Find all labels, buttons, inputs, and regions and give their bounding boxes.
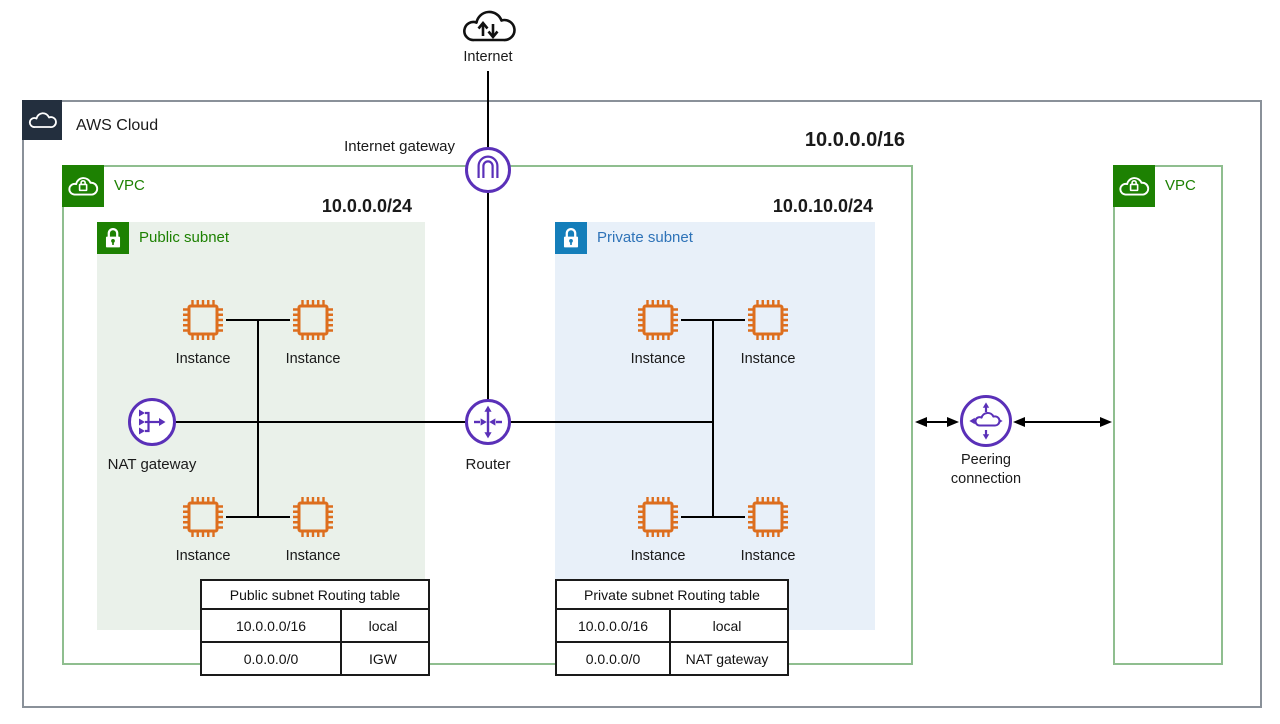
aws-cloud-icon — [22, 100, 62, 140]
instance-label: Instance — [285, 548, 341, 564]
private-subnet-icon — [555, 222, 587, 254]
peering-connection-icon — [960, 395, 1012, 447]
private-routing-table: Private subnet Routing table 10.0.0.0/16… — [555, 579, 789, 676]
nat-gateway-icon — [128, 398, 176, 446]
instance-icon — [290, 494, 336, 540]
instance-icon — [290, 297, 336, 343]
route-destination: 10.0.0.0/16 — [202, 610, 342, 641]
internet-gateway-label: Internet gateway — [344, 138, 455, 155]
route-destination: 10.0.0.0/16 — [557, 610, 671, 641]
instance-icon — [180, 494, 226, 540]
instance-icon — [635, 494, 681, 540]
instance-label: Instance — [740, 351, 796, 367]
vpc-cidr-label: 10.0.0.0/16 — [804, 129, 905, 151]
instance-label: Instance — [740, 548, 796, 564]
public-subnet-cidr: 10.0.0.0/24 — [321, 196, 412, 216]
public-routing-table: Public subnet Routing table 10.0.0.0/16 … — [200, 579, 430, 676]
public-subnet-icon — [97, 222, 129, 254]
route-target: local — [368, 617, 398, 634]
route-target: IGW — [369, 650, 397, 667]
aws-cloud-container — [22, 100, 1262, 708]
router-label: Router — [465, 456, 511, 473]
route-target: NAT gateway — [685, 650, 769, 667]
internet-gateway-icon — [465, 147, 511, 193]
internet-label: Internet — [463, 49, 513, 65]
private-subnet-label: Private subnet — [597, 229, 693, 246]
instance-icon — [745, 297, 791, 343]
table-row: 0.0.0.0/0 IGW — [202, 643, 428, 674]
route-destination: 0.0.0.0/0 — [202, 643, 342, 674]
vpc-icon — [62, 165, 104, 207]
private-subnet-container — [555, 222, 875, 630]
instance-label: Instance — [175, 351, 231, 367]
instance-label: Instance — [175, 548, 231, 564]
instance-label: Instance — [630, 351, 686, 367]
table-row: 10.0.0.0/16 local — [557, 610, 787, 643]
instance-icon — [635, 297, 681, 343]
route-destination: 0.0.0.0/0 — [557, 643, 671, 674]
instance-label: Instance — [285, 351, 341, 367]
public-subnet-label: Public subnet — [139, 229, 230, 246]
instance-icon — [180, 297, 226, 343]
table-row: 10.0.0.0/16 local — [202, 610, 428, 643]
peer-vpc-icon — [1113, 165, 1155, 207]
vpc-label: VPC — [114, 177, 145, 194]
public-routing-table-title: Public subnet Routing table — [202, 581, 428, 610]
internet-cloud-icon — [463, 10, 516, 42]
route-target: local — [712, 617, 742, 634]
peer-vpc-container — [1113, 165, 1223, 665]
private-routing-table-title: Private subnet Routing table — [557, 581, 787, 610]
peering-connection-label: Peering connection — [950, 452, 1022, 487]
aws-cloud-label: AWS Cloud — [76, 117, 159, 134]
peer-vpc-label: VPC — [1165, 177, 1196, 194]
instance-icon — [745, 494, 791, 540]
table-row: 0.0.0.0/0 NAT gateway — [557, 643, 787, 674]
private-subnet-cidr: 10.0.10.0/24 — [772, 196, 873, 216]
router-icon — [465, 399, 511, 445]
nat-gateway-label: NAT gateway — [107, 456, 197, 473]
instance-label: Instance — [630, 548, 686, 564]
